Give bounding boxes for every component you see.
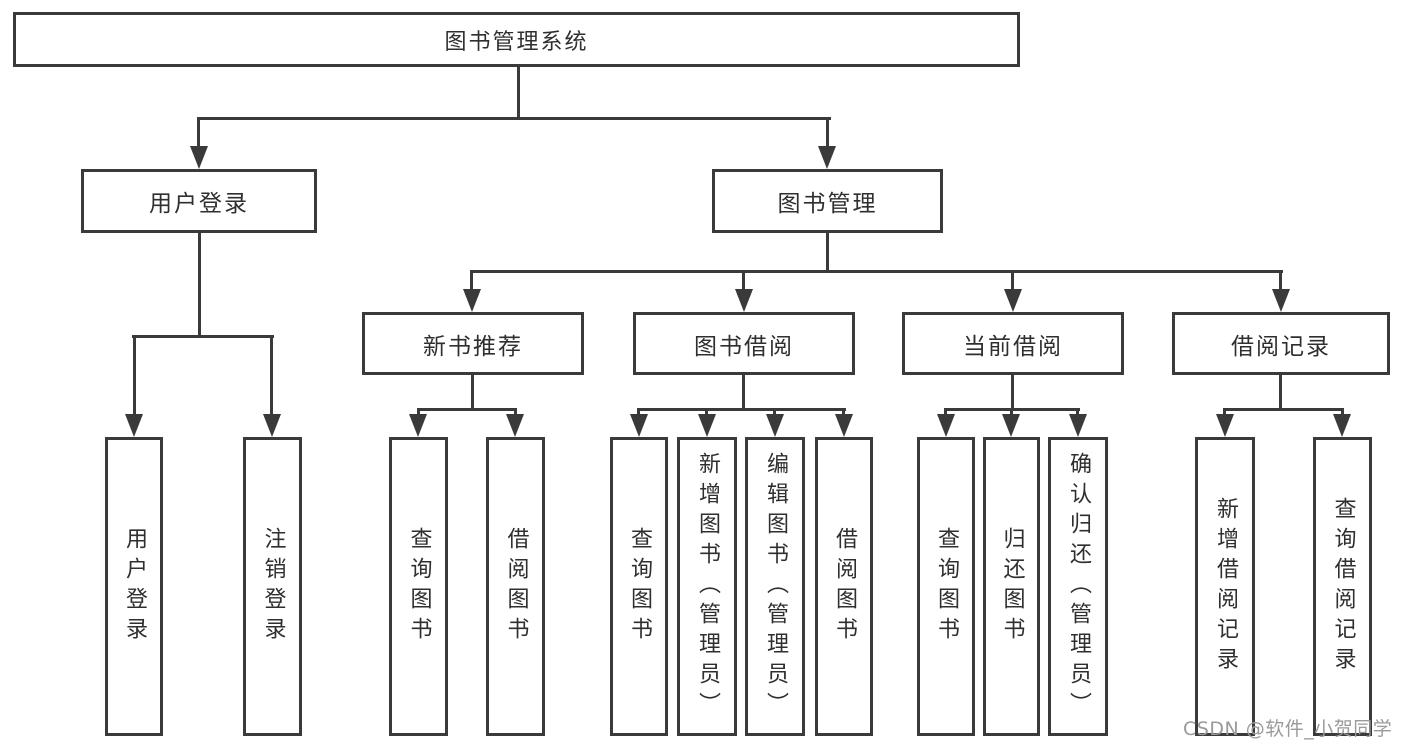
arrowhead-to-current-borrow <box>1004 289 1022 312</box>
connector-borrow-records-branch <box>1223 408 1344 411</box>
arrowhead-book-borrow-leaf-3 <box>766 414 784 437</box>
leaf-user-login: 用户登录 <box>105 437 163 736</box>
leaf-book-borrow-query-label: 查询图书 <box>627 526 652 647</box>
leaf-book-borrow-borrow-label: 借阅图书 <box>832 526 857 647</box>
connector-root-drop-left <box>197 117 200 148</box>
connector-book-borrow-drop-2 <box>705 408 708 417</box>
arrowhead-borrow-records-leaf-2 <box>1333 414 1351 437</box>
leaf-current-borrow-query: 查询图书 <box>917 437 975 736</box>
arrowhead-current-borrow-leaf-3 <box>1069 414 1087 437</box>
connector-book-borrow-drop-4 <box>842 408 845 417</box>
node-library-management-system: 图书管理系统 <box>13 12 1020 67</box>
connector-book-mgmt-branch <box>472 270 1283 273</box>
leaf-current-borrow-return-label: 归还图书 <box>999 526 1025 647</box>
connector-book-borrow-stem <box>742 375 745 411</box>
leaf-logout: 注销登录 <box>243 437 302 736</box>
arrowhead-to-borrow-records <box>1272 289 1290 312</box>
connector-drop-current-borrow <box>1011 270 1014 290</box>
node-borrow-records: 借阅记录 <box>1172 312 1390 375</box>
connector-current-borrow-drop-2 <box>1010 408 1013 417</box>
connector-root-stem <box>517 67 520 119</box>
connector-user-login-drop-2 <box>270 335 273 416</box>
leaf-logout-label: 注销登录 <box>260 526 286 647</box>
arrowhead-current-borrow-leaf-2 <box>1002 414 1020 437</box>
leaf-book-borrow-edit-admin: 编辑图书（管理员） <box>745 437 805 736</box>
node-current-borrow: 当前借阅 <box>902 312 1124 375</box>
connector-current-borrow-drop-1 <box>944 408 947 417</box>
leaf-current-borrow-query-label: 查询图书 <box>934 526 959 647</box>
leaf-new-books-query: 查询图书 <box>389 437 448 736</box>
leaf-new-books-borrow-label: 借阅图书 <box>503 526 529 647</box>
node-book-borrow: 图书借阅 <box>633 312 855 375</box>
connector-new-books-drop-1 <box>417 408 420 417</box>
arrowhead-new-books-leaf-2 <box>506 414 524 437</box>
connector-drop-borrow-records <box>1279 270 1282 290</box>
arrowhead-to-user-login <box>190 146 208 169</box>
arrowhead-new-books-leaf-1 <box>409 414 427 437</box>
connector-drop-book-borrow <box>742 270 745 290</box>
connector-new-books-stem <box>471 375 474 411</box>
csdn-watermark: CSDN @软件_小贺同学 <box>1183 718 1393 740</box>
arrowhead-book-borrow-leaf-1 <box>630 414 648 437</box>
leaf-current-borrow-confirm-admin: 确认归还（管理员） <box>1048 437 1108 736</box>
leaf-book-borrow-add-admin: 新增图书（管理员） <box>677 437 737 736</box>
connector-new-books-drop-2 <box>514 408 517 417</box>
arrowhead-to-leaf-login <box>125 414 143 437</box>
leaf-borrow-records-query-label: 查询借阅记录 <box>1330 496 1356 677</box>
connector-drop-new-books <box>470 270 473 290</box>
leaf-user-login-label: 用户登录 <box>122 526 147 647</box>
leaf-book-borrow-edit-admin-label: 编辑图书（管理员） <box>763 451 788 722</box>
connector-book-borrow-drop-3 <box>773 408 776 417</box>
connector-user-login-stem <box>198 233 201 338</box>
connector-new-books-branch <box>417 408 517 411</box>
node-user-login: 用户登录 <box>81 169 317 233</box>
leaf-book-borrow-add-admin-label: 新增图书（管理员） <box>695 451 720 722</box>
leaf-current-borrow-return: 归还图书 <box>983 437 1040 736</box>
leaf-book-borrow-borrow: 借阅图书 <box>815 437 873 736</box>
connector-borrow-records-stem <box>1279 375 1282 411</box>
arrowhead-book-borrow-leaf-2 <box>698 414 716 437</box>
connector-borrow-records-drop-2 <box>1341 408 1344 417</box>
node-new-books: 新书推荐 <box>362 312 584 375</box>
connector-borrow-records-drop-1 <box>1223 408 1226 417</box>
leaf-new-books-borrow: 借阅图书 <box>486 437 545 736</box>
leaf-borrow-records-add-label: 新增借阅记录 <box>1213 496 1238 677</box>
leaf-current-borrow-confirm-admin-label: 确认归还（管理员） <box>1066 451 1091 722</box>
leaf-new-books-query-label: 查询图书 <box>406 526 432 647</box>
arrowhead-book-borrow-leaf-4 <box>835 414 853 437</box>
leaf-borrow-records-query: 查询借阅记录 <box>1313 437 1372 736</box>
connector-book-borrow-drop-1 <box>637 408 640 417</box>
arrowhead-to-new-books <box>463 289 481 312</box>
connector-current-borrow-drop-3 <box>1076 408 1079 417</box>
leaf-borrow-records-add: 新增借阅记录 <box>1195 437 1255 736</box>
connector-book-mgmt-stem <box>826 233 829 273</box>
connector-root-drop-right <box>826 117 829 148</box>
connector-user-login-drop-1 <box>133 335 136 416</box>
arrowhead-to-book-borrow <box>735 289 753 312</box>
connector-root-branch <box>197 117 831 120</box>
node-book-mgmt: 图书管理 <box>712 169 943 233</box>
connector-user-login-branch <box>132 335 274 338</box>
arrowhead-current-borrow-leaf-1 <box>937 414 955 437</box>
arrowhead-to-leaf-logout <box>263 414 281 437</box>
leaf-book-borrow-query: 查询图书 <box>610 437 668 736</box>
connector-current-borrow-stem <box>1011 375 1014 411</box>
arrowhead-borrow-records-leaf-1 <box>1216 414 1234 437</box>
arrowhead-to-book-mgmt <box>818 146 836 169</box>
connector-book-borrow-branch <box>638 408 846 411</box>
